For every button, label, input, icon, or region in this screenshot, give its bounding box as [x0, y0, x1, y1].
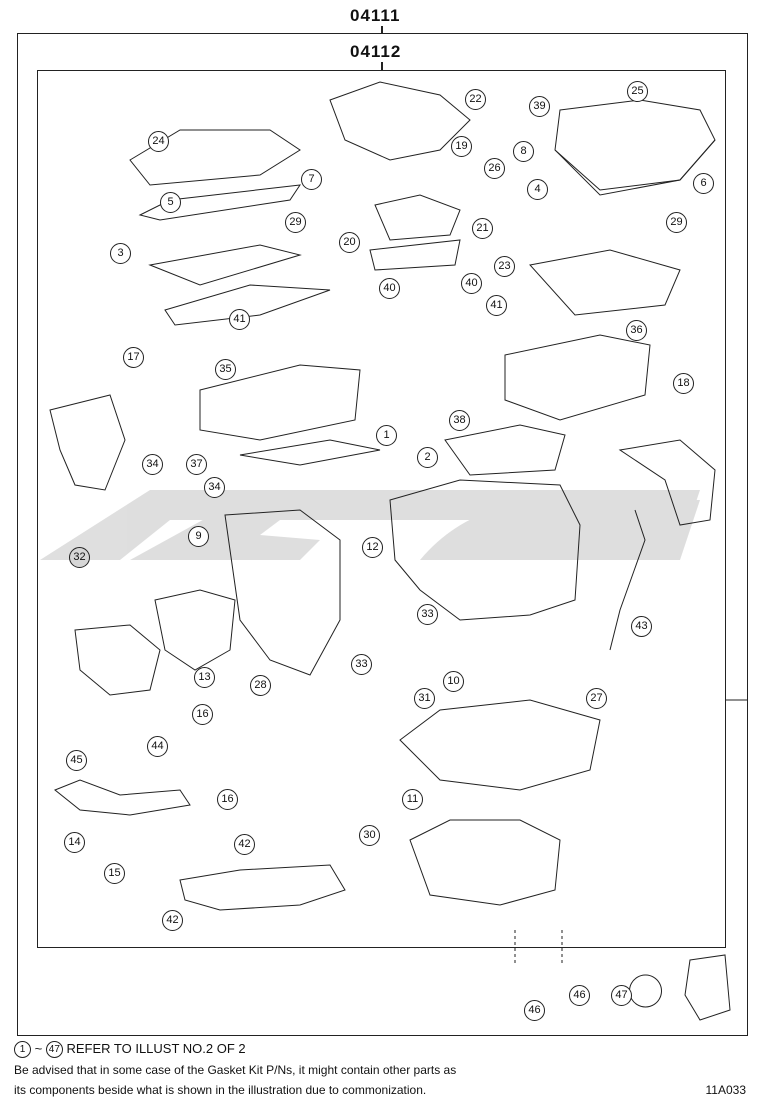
rear-oil-seal-retainer — [684, 954, 731, 1021]
callout-32: 32 — [69, 547, 90, 568]
cylinder-head-left — [199, 364, 361, 441]
callout-39: 39 — [529, 96, 550, 117]
exhaust-manifold-right — [618, 439, 716, 526]
kit-outer-leader — [381, 26, 383, 34]
callout-26: 26 — [484, 158, 505, 179]
callout-35: 35 — [215, 359, 236, 380]
kit-number-outer: 04111 — [350, 6, 401, 25]
callout-45: 45 — [66, 750, 87, 771]
callout-16a: 16 — [192, 704, 213, 725]
callout-47: 47 — [611, 985, 632, 1006]
engine-block — [389, 479, 581, 621]
callout-16b: 16 — [217, 789, 238, 810]
callout-23: 23 — [494, 256, 515, 277]
callout-29b: 29 — [666, 212, 687, 233]
callout-33b: 33 — [351, 654, 372, 675]
callout-19: 19 — [451, 136, 472, 157]
callout-13: 13 — [194, 667, 215, 688]
callout-14: 14 — [64, 832, 85, 853]
callout-6: 6 — [693, 173, 714, 194]
callout-17: 17 — [123, 347, 144, 368]
callout-27: 27 — [586, 688, 607, 709]
callout-36: 36 — [626, 320, 647, 341]
head-cover-gasket-right — [554, 139, 716, 191]
callout-33a: 33 — [417, 604, 438, 625]
watermark-logo — [40, 490, 700, 560]
callout-18: 18 — [673, 373, 694, 394]
callout-42a: 42 — [234, 834, 255, 855]
callout-21: 21 — [472, 218, 493, 239]
refer-end-callout: 47 — [45, 1041, 63, 1059]
callout-46a: 46 — [524, 1000, 545, 1021]
rear-oil-seal — [629, 974, 662, 1008]
callout-28: 28 — [250, 675, 271, 696]
cylinder-head-cover-right — [554, 99, 716, 196]
callout-37: 37 — [186, 454, 207, 475]
kit-inner-leader — [381, 62, 383, 70]
callout-10: 10 — [443, 671, 464, 692]
exhaust-pipe — [179, 864, 346, 911]
callout-42b: 42 — [162, 910, 183, 931]
cylinder-head-gasket-right — [444, 424, 566, 476]
callout-40b: 40 — [461, 273, 482, 294]
illustration-code: 11A033 — [705, 1083, 746, 1097]
disclaimer-line-1: Be advised that in some case of the Gask… — [14, 1063, 457, 1077]
timing-cover — [224, 509, 341, 676]
callout-31: 31 — [414, 688, 435, 709]
callout-22: 22 — [465, 89, 486, 110]
callout-2: 2 — [417, 447, 438, 468]
callout-20: 20 — [339, 232, 360, 253]
oil-pan-upper — [399, 699, 601, 791]
oil-dipstick-guide — [609, 509, 646, 651]
callout-38: 38 — [449, 410, 470, 431]
callout-3: 3 — [110, 243, 131, 264]
callout-40a: 40 — [379, 278, 400, 299]
callout-25: 25 — [627, 81, 648, 102]
cylinder-head-gasket-left — [239, 439, 381, 466]
intake-manifold-lower — [374, 194, 461, 241]
gasket-kit-inner-frame — [37, 70, 726, 948]
camshaft-housing-left — [164, 284, 331, 326]
kit-number-inner: 04112 — [350, 42, 402, 61]
callout-46b: 46 — [569, 985, 590, 1006]
callout-41b: 41 — [486, 295, 507, 316]
callout-41a: 41 — [229, 309, 250, 330]
callout-30: 30 — [359, 825, 380, 846]
callout-1: 1 — [376, 425, 397, 446]
callout-5: 5 — [160, 192, 181, 213]
callout-8: 8 — [513, 141, 534, 162]
callout-15: 15 — [104, 863, 125, 884]
disclaimer-line-2: its components beside what is shown in t… — [14, 1083, 427, 1097]
camshaft-housing-right — [529, 249, 681, 316]
cylinder-head-cover-left — [129, 129, 301, 186]
callout-44: 44 — [147, 736, 168, 757]
callout-9: 9 — [188, 526, 209, 547]
refer-note: 1 ~ 47 REFER TO ILLUST NO.2 OF 2 — [14, 1041, 246, 1059]
intake-gasket — [369, 239, 461, 271]
callout-11: 11 — [402, 789, 423, 810]
callout-34b: 34 — [204, 477, 225, 498]
cylinder-head-right — [504, 334, 651, 421]
intake-manifold-upper — [329, 81, 471, 161]
callout-4: 4 — [527, 179, 548, 200]
refer-start-callout: 1 — [14, 1041, 31, 1059]
refer-tilde: ~ — [34, 1041, 43, 1056]
refer-text: REFER TO ILLUST NO.2 OF 2 — [66, 1041, 246, 1056]
callout-43: 43 — [631, 616, 652, 637]
exhaust-manifold-left — [49, 394, 126, 491]
timing-chain-cover-gasket — [154, 589, 236, 671]
callout-7: 7 — [301, 169, 322, 190]
gasket-kit-outer-frame — [17, 33, 748, 1036]
water-pump — [74, 624, 161, 696]
callout-34a: 34 — [142, 454, 163, 475]
water-inlet-pipe — [54, 779, 191, 816]
callout-24: 24 — [148, 131, 169, 152]
camshaft-bearing-cap-left — [148, 244, 302, 286]
callout-29a: 29 — [285, 212, 306, 233]
oil-pan-lower — [409, 819, 561, 906]
callout-12: 12 — [362, 537, 383, 558]
